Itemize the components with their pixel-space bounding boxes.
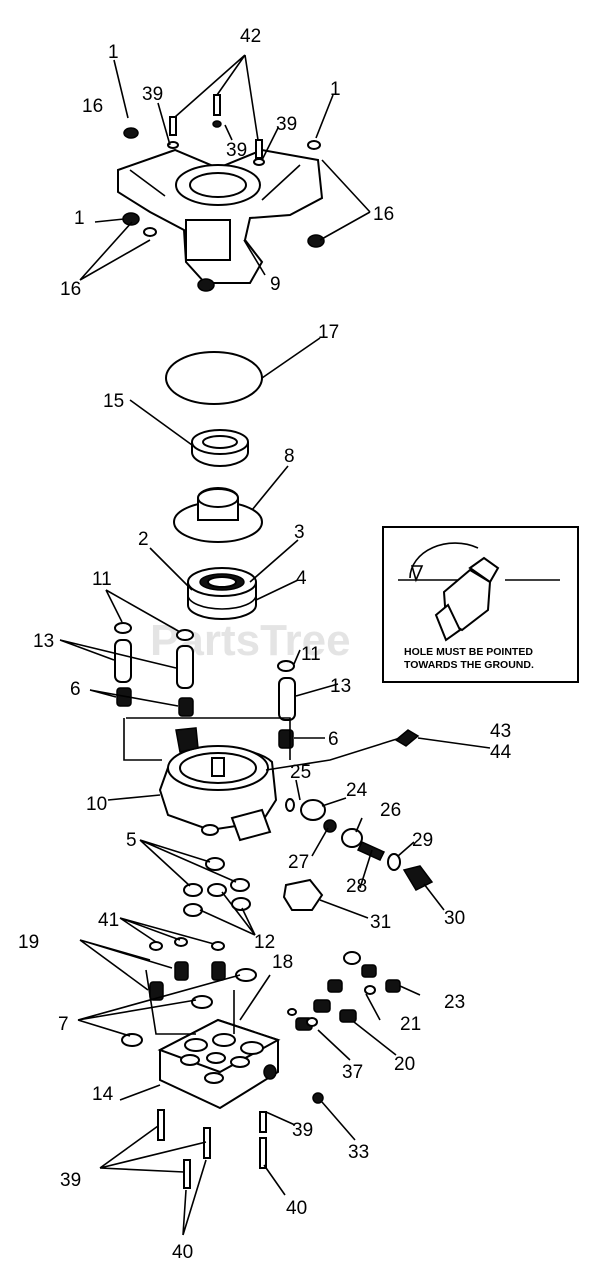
callout-4: 4 [296, 568, 307, 589]
callout-24: 24 [346, 780, 368, 801]
callout-1: 1 [108, 42, 119, 63]
inset-note-box: HOLE MUST BE POINTED TOWARDS THE GROUND. [382, 526, 579, 683]
callout-44: 44 [490, 742, 512, 763]
seal-15-part [191, 429, 249, 467]
callout-39: 39 [292, 1120, 313, 1141]
callout-20: 20 [394, 1054, 415, 1075]
callout-39: 39 [60, 1170, 81, 1191]
callout-19: 19 [18, 932, 39, 953]
callout-12: 12 [254, 932, 275, 953]
plug-43-part [394, 729, 420, 747]
callout-18: 18 [272, 952, 293, 973]
callout-40: 40 [286, 1198, 307, 1219]
check-valves-19-parts [149, 937, 226, 1001]
pump-body-10-part [158, 727, 278, 842]
callout-27: 27 [288, 852, 309, 873]
callout-17: 17 [318, 322, 339, 343]
callout-26: 26 [380, 800, 401, 821]
callout-16: 16 [373, 204, 394, 225]
callout-40: 40 [172, 1242, 193, 1263]
bearing-2-3-4-parts [187, 567, 257, 620]
ball-26-part [341, 828, 363, 848]
callout-16: 16 [82, 96, 103, 117]
o-ring-17-part [165, 351, 263, 405]
callout-29: 29 [412, 830, 433, 851]
callout-15: 15 [103, 391, 124, 412]
callout-6: 6 [328, 729, 339, 750]
swashplate-8-part [173, 487, 263, 543]
callout-21: 21 [400, 1014, 421, 1035]
screws-42-parts [167, 94, 265, 166]
callout-5: 5 [126, 830, 137, 851]
callout-10: 10 [86, 794, 107, 815]
unloader-parts [287, 951, 401, 1104]
callout-6: 6 [70, 679, 81, 700]
flange-bracket-part [117, 148, 324, 284]
callout-43: 43 [490, 721, 511, 742]
callout-25: 25 [290, 762, 311, 783]
callout-23: 23 [444, 992, 465, 1013]
callout-1: 1 [74, 208, 85, 229]
inset-note-line2: TOWARDS THE GROUND. [404, 659, 534, 671]
inset-note-line1: HOLE MUST BE POINTED [404, 646, 533, 658]
callout-33: 33 [348, 1142, 369, 1163]
seal-27-part [323, 819, 337, 833]
top-leader-lines [79, 54, 371, 281]
callout-37: 37 [342, 1062, 363, 1083]
plug-31-part [282, 878, 324, 911]
screws-39-40-parts [157, 1109, 267, 1189]
seal-11-parts [114, 622, 295, 672]
callout-13: 13 [33, 631, 54, 652]
callout-2: 2 [138, 529, 149, 550]
callout-14: 14 [92, 1084, 114, 1105]
washer-16-parts [122, 127, 325, 292]
callout-30: 30 [444, 908, 465, 929]
o-ring-29-part [387, 853, 401, 871]
callout-3: 3 [294, 522, 305, 543]
callout-28: 28 [346, 876, 367, 897]
callout-8: 8 [284, 446, 295, 467]
callout-39: 39 [142, 84, 163, 105]
cap-30-part [402, 865, 434, 891]
adapter-24-part [300, 799, 326, 821]
callout-39: 39 [276, 114, 297, 135]
callout-13: 13 [330, 676, 351, 697]
callout-1: 1 [330, 79, 341, 100]
callout-11: 11 [92, 569, 112, 590]
callout-11: 11 [301, 644, 321, 665]
callout-7: 7 [58, 1014, 69, 1035]
callout-39: 39 [226, 140, 247, 161]
callout-16: 16 [60, 279, 81, 300]
seal-5-12-parts [183, 857, 251, 917]
callout-9: 9 [270, 274, 281, 295]
valve-block-14-part [157, 1018, 281, 1110]
callout-31: 31 [370, 912, 391, 933]
o-ring-25-part [285, 798, 295, 812]
callout-labels: 42 1 39 16 39 39 1 16 1 16 9 17 15 8 2 3… [18, 26, 512, 1263]
callout-41: 41 [98, 910, 119, 931]
o-rings-7-parts [121, 968, 257, 1047]
piston-13-parts [114, 639, 296, 721]
callout-42: 42 [240, 26, 261, 47]
